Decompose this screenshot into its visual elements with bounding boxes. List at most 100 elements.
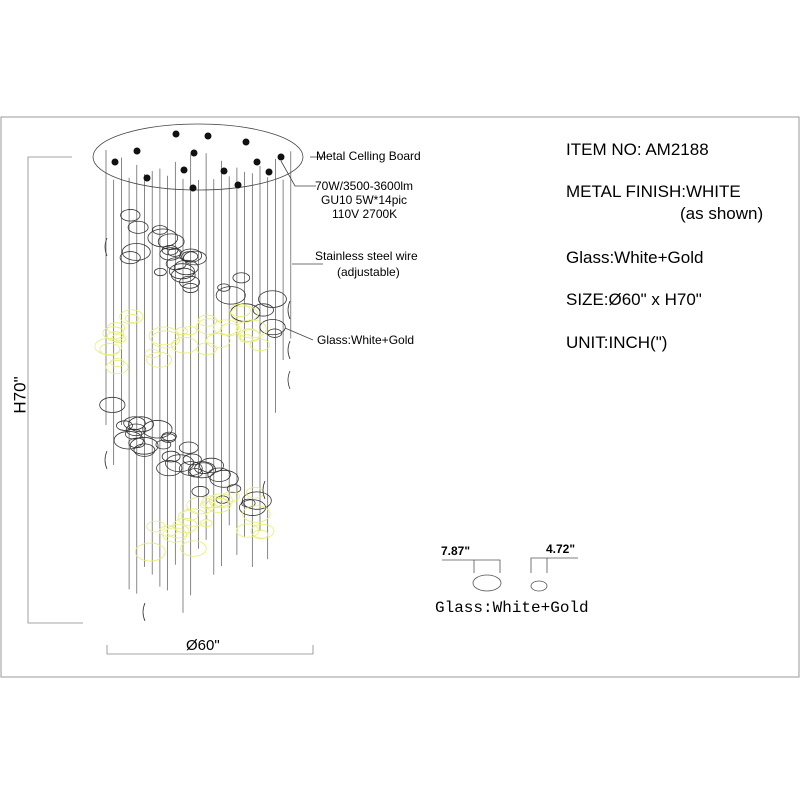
large-glass-dim (442, 559, 501, 573)
glass-piece (124, 314, 140, 323)
glass-pieces (94, 209, 291, 622)
side-glass-piece (104, 450, 108, 470)
diameter-dimension-line (106, 645, 314, 655)
glass-piece (205, 333, 231, 349)
side-glass-piece (142, 602, 146, 622)
bulb-dot (277, 153, 285, 161)
small-glass-dim (530, 557, 578, 573)
bulb-dot (190, 149, 198, 157)
glass-piece (144, 348, 160, 359)
glass-piece (153, 268, 167, 277)
bulb-dot (189, 184, 197, 192)
glass-piece (146, 351, 172, 368)
steel-wires (105, 150, 292, 613)
small-glass-icon (530, 580, 548, 592)
leader-power (280, 160, 316, 187)
wire-label-2: (adjustable) (337, 265, 400, 279)
metal-finish: METAL FINISH:WHITE (566, 182, 741, 201)
glass-piece (186, 496, 216, 515)
gu10-bulbs (111, 130, 285, 192)
glass-piece (198, 457, 224, 474)
glass-piece (245, 487, 265, 499)
side-glass-piece (287, 370, 291, 390)
glass-piece (177, 508, 208, 527)
glass-piece (134, 542, 166, 562)
side-glass-piece (287, 300, 291, 320)
glass-piece (226, 484, 242, 494)
glass-piece (252, 529, 269, 540)
glass-piece (166, 524, 190, 539)
glass-piece (165, 257, 187, 271)
glass-piece (127, 220, 149, 234)
glass-piece (99, 343, 121, 356)
bulb-dot (143, 174, 151, 182)
glass-piece (182, 325, 197, 336)
glass-piece (241, 491, 272, 510)
bulb-dot (253, 158, 261, 166)
glass-piece (178, 441, 199, 454)
glass-callout: Glass:White+Gold (317, 333, 415, 347)
glass-piece (175, 327, 188, 336)
glass-piece (142, 420, 173, 439)
glass-piece (183, 250, 207, 266)
glass-piece (196, 318, 223, 335)
glass-piece (222, 491, 240, 502)
glass-piece (152, 225, 168, 235)
drawing-frame (0, 116, 800, 678)
large-glass-size: 7.87" (441, 544, 471, 558)
glass-piece (236, 523, 260, 538)
glass-piece (106, 331, 124, 342)
glass-piece (155, 439, 172, 450)
glass-piece (258, 290, 287, 308)
glass-piece (105, 360, 129, 375)
glass-piece (159, 247, 182, 261)
glass-piece (196, 342, 217, 356)
diameter-label: Ø60" (186, 637, 220, 654)
glass-spec: Glass:White+Gold (566, 248, 704, 267)
finish-note: (as shown) (680, 204, 764, 223)
glass-piece (250, 523, 275, 539)
glass-piece (146, 520, 166, 533)
bulb-dot (111, 158, 119, 166)
size-spec: SIZE:Ø60" x H70" (566, 290, 702, 309)
bulb-dot (180, 166, 188, 174)
glass-piece (229, 303, 251, 318)
glass-piece (148, 326, 180, 346)
glass-piece (217, 283, 231, 292)
glass-piece (161, 245, 179, 256)
side-glass-piece (262, 480, 266, 500)
glass-piece (194, 462, 214, 474)
bulb-dot (242, 138, 250, 146)
glass-piece (236, 319, 267, 339)
bulb-dot (234, 181, 242, 189)
bulb-dot (265, 168, 273, 176)
glass-piece (147, 228, 179, 248)
glass-piece (200, 500, 213, 509)
side-glass-piece (287, 340, 291, 360)
glass-piece (120, 209, 141, 222)
height-label: H70" (10, 376, 30, 414)
glass-piece (121, 243, 151, 261)
glass-piece (182, 453, 202, 466)
small-glass-size: 4.72" (546, 542, 576, 556)
glass-piece (267, 328, 283, 338)
glass-piece (179, 248, 203, 263)
glass-piece (119, 251, 141, 265)
glass-piece (173, 259, 199, 276)
glass-piece (187, 468, 203, 478)
glass-piece (181, 510, 199, 521)
glass-piece (113, 431, 144, 450)
glass-piece (219, 323, 241, 336)
glass-piece (179, 275, 201, 289)
side-glass-piece (104, 237, 108, 257)
glass-piece (160, 433, 177, 443)
glass-piece (259, 319, 286, 336)
glass-piece (230, 305, 259, 323)
wire-label-1: Stainless steel wire (315, 249, 418, 263)
glass-piece (123, 416, 146, 431)
item-number: ITEM NO: AM2188 (566, 140, 709, 159)
glass-piece (205, 497, 232, 513)
bulb-dot (204, 132, 212, 140)
large-glass-icon (472, 574, 502, 592)
